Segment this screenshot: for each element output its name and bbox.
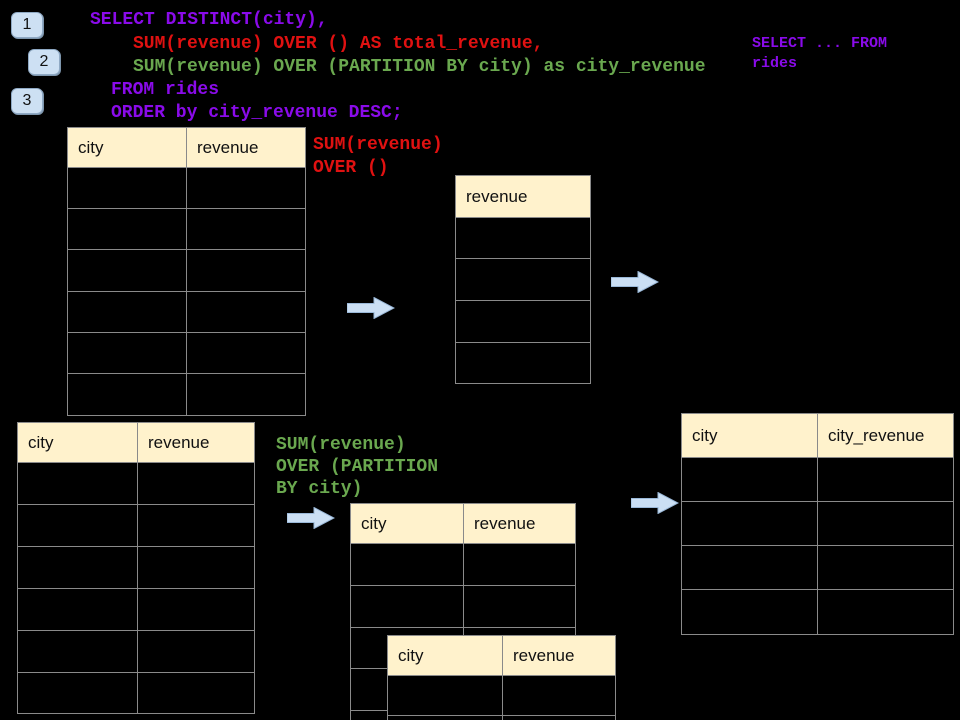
- table-source-bottom-header-revenue: revenue: [137, 422, 255, 463]
- table-row: [455, 300, 591, 343]
- label-sum-over-partition: SUM(revenue) OVER (PARTITION BY city): [276, 435, 439, 499]
- table-row: [17, 630, 255, 673]
- table-row: [455, 217, 591, 259]
- table-row: [67, 373, 306, 416]
- table-row: [17, 504, 255, 547]
- table-result-header-city: city: [681, 413, 818, 458]
- table-row: [67, 291, 306, 333]
- table-row: [350, 543, 576, 586]
- arrow-right-icon: [631, 492, 679, 514]
- table-source-bottom: city revenue: [17, 422, 255, 714]
- table-result: city city_revenue: [681, 413, 954, 635]
- table-row: [455, 258, 591, 301]
- table-row: [681, 457, 954, 502]
- arrow-right-icon: [287, 507, 335, 529]
- table-partition-b-header-city: city: [387, 635, 503, 676]
- table-row: [17, 588, 255, 631]
- table-row: [17, 672, 255, 714]
- table-partition-b-header-revenue: revenue: [502, 635, 616, 676]
- label-sum-over-total: SUM(revenue) OVER (): [313, 135, 443, 178]
- table-row: [681, 589, 954, 635]
- arrow-right-icon: [347, 297, 395, 319]
- sql-line-order: ORDER by city_revenue DESC;: [111, 103, 403, 123]
- table-row: [67, 249, 306, 292]
- sql-line-from: FROM rides: [111, 80, 220, 100]
- table-source-top-header-city: city: [67, 127, 187, 168]
- table-row: [681, 545, 954, 590]
- table-row: [350, 585, 576, 628]
- table-row: [67, 167, 306, 209]
- step-badge-2-label: 2: [39, 53, 49, 70]
- table-row: [387, 675, 616, 716]
- sql-line-partition: SUM(revenue) OVER (PARTITION BY city) as…: [133, 57, 706, 77]
- step-badge-1-label: 1: [22, 16, 32, 33]
- table-source-bottom-header-city: city: [17, 422, 138, 463]
- sql-line-total: SUM(revenue) OVER () AS total_revenue,: [133, 34, 544, 54]
- table-row: [681, 501, 954, 546]
- table-row: [17, 546, 255, 589]
- step-badge-1: 1: [11, 12, 43, 38]
- table-row: [17, 462, 255, 505]
- table-revenue-only-header-revenue: revenue: [455, 175, 591, 218]
- table-result-header-city-revenue: city_revenue: [817, 413, 954, 458]
- step-badge-2: 2: [28, 49, 60, 75]
- table-partition-a-header-revenue: revenue: [463, 503, 576, 544]
- table-revenue-only: revenue: [455, 175, 591, 384]
- table-source-top: city revenue: [67, 127, 306, 416]
- table-partition-b: city revenue: [387, 635, 616, 720]
- table-row: [387, 715, 616, 720]
- table-row: [67, 208, 306, 250]
- side-note-select-from: SELECT ... FROM rides: [752, 35, 888, 72]
- table-row: [455, 342, 591, 384]
- sql-line-select: SELECT DISTINCT(city),: [90, 10, 328, 30]
- table-partition-a-header-city: city: [350, 503, 464, 544]
- table-source-top-header-revenue: revenue: [186, 127, 306, 168]
- arrow-right-icon: [611, 271, 659, 293]
- table-row: [67, 332, 306, 374]
- step-badge-3-label: 3: [22, 92, 32, 109]
- step-badge-3: 3: [11, 88, 43, 114]
